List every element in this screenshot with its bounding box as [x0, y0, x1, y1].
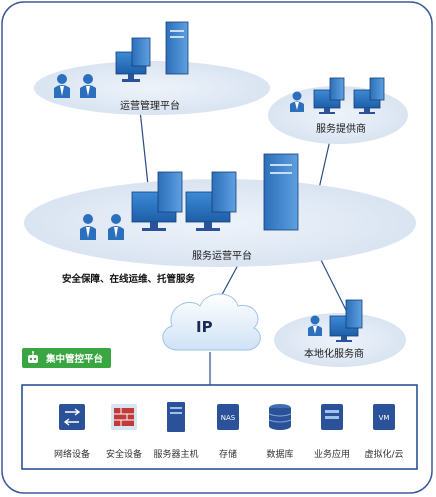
device-label: 服务器主机 [153, 450, 199, 460]
services-note-label: 安全保障、在线运维、托管服务 [62, 274, 196, 285]
service-server-tower-icon [263, 153, 299, 231]
robot-icon [28, 351, 38, 363]
central-control-badge: 集中管控平台 [22, 348, 112, 368]
ip-cloud [162, 293, 261, 351]
service-provider-label: 服务提供商 [316, 124, 366, 135]
central-control-label: 集中管控平台 [46, 354, 104, 365]
storage-icon [217, 404, 239, 430]
service-ops-ellipse [24, 179, 416, 267]
device-icons: NAS VM [59, 402, 395, 432]
virtualization-icon [373, 404, 395, 430]
device-label: 数据库 [266, 450, 294, 460]
ops-user-icon-1 [54, 74, 70, 98]
service-user-icon-2 [108, 214, 124, 240]
ip-cloud-label: IP [196, 318, 213, 336]
ops-platform-label: 运营管理平台 [120, 101, 180, 112]
service-user-icon-1 [80, 214, 96, 240]
application-icon [321, 404, 343, 430]
ops-platform-ellipse [34, 61, 270, 115]
device-label: 虚拟化/云 [364, 450, 404, 460]
device-chip-3: NAS [221, 414, 236, 422]
service-server-small-icon-2 [211, 171, 237, 213]
device-label: 业务应用 [313, 450, 350, 460]
device-label: 网络设备 [53, 450, 90, 460]
service-server-small-icon-1 [157, 171, 183, 213]
database-icon [268, 404, 292, 430]
provider-server-icon-2 [369, 77, 385, 101]
provider-user-icon [290, 91, 304, 112]
network-switch-icon [59, 404, 85, 430]
ops-server-small-icon [131, 37, 151, 67]
link-provider-to-service [317, 139, 331, 194]
ops-user-icon-2 [80, 74, 96, 98]
device-label: 安全设备 [105, 450, 142, 460]
ops-server-tower-icon [165, 21, 189, 75]
device-chip-6: VM [379, 414, 390, 422]
server-host-icon [167, 402, 185, 432]
service-ops-platform-label: 服务运营平台 [192, 251, 252, 262]
provider-server-icon-1 [329, 77, 345, 101]
link-service-to-local [319, 257, 351, 319]
firewall-icon [111, 404, 137, 430]
device-label: 存储 [218, 450, 237, 460]
local-server-icon [345, 299, 363, 329]
link-ops-to-service [139, 109, 149, 186]
local-user-icon [308, 315, 322, 336]
local-provider-label: 本地化服务商 [304, 349, 364, 360]
